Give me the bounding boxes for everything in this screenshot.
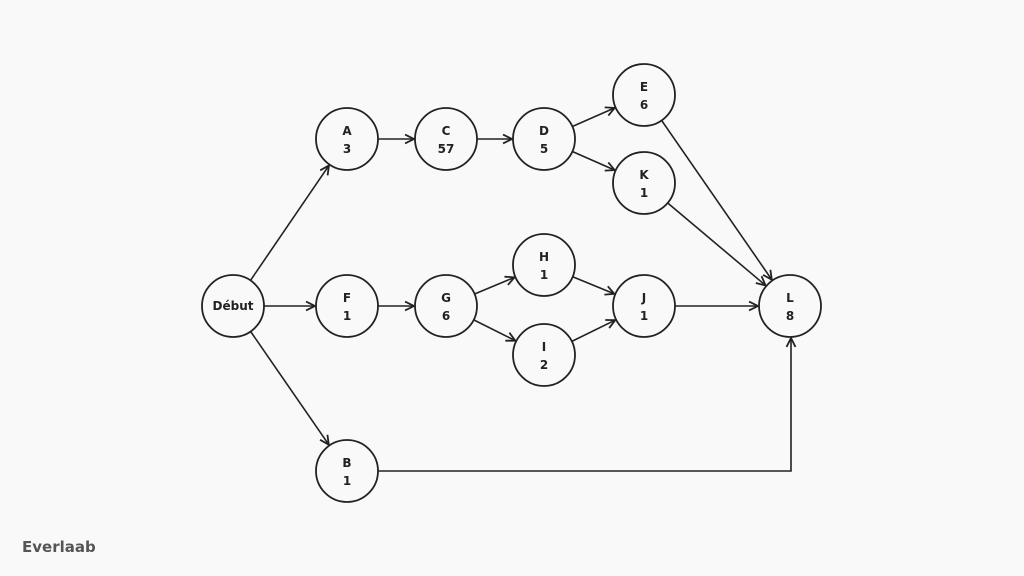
node-duration: 2 [540, 358, 548, 372]
node-circle [315, 274, 379, 338]
node-G: G6 [414, 274, 478, 338]
node-E: E6 [612, 63, 676, 127]
node-J: J1 [612, 274, 676, 338]
node-name: L [786, 291, 794, 305]
node-circle [512, 107, 576, 171]
node-name: D [539, 124, 549, 138]
node-circle [201, 274, 265, 338]
node-D: D5 [512, 107, 576, 171]
node-start: Début [201, 274, 265, 338]
node-name: H [539, 250, 549, 264]
node-K: K1 [612, 151, 676, 215]
edge-G-I [473, 319, 516, 341]
node-name: Début [213, 299, 254, 313]
node-name: K [639, 168, 649, 182]
node-name: E [640, 80, 648, 94]
node-duration: 5 [540, 142, 548, 156]
node-name: C [442, 124, 451, 138]
edge-start-B [249, 331, 329, 445]
node-circle [612, 274, 676, 338]
node-duration: 1 [640, 309, 648, 323]
node-duration: 3 [343, 142, 351, 156]
edge-G-H [474, 277, 515, 295]
node-circle [512, 323, 576, 387]
edge-B-L [378, 338, 791, 472]
node-duration: 1 [343, 309, 351, 323]
node-circle [315, 107, 379, 171]
node-duration: 6 [640, 98, 648, 112]
node-name: J [641, 291, 646, 305]
node-A: A3 [315, 107, 379, 171]
node-circle [315, 439, 379, 503]
node-B: B1 [315, 439, 379, 503]
edge-I-J [571, 320, 615, 343]
node-L: L8 [758, 274, 822, 338]
node-duration: 57 [438, 142, 455, 156]
brand-logo-text: Everlaab [22, 538, 96, 556]
node-circle [612, 151, 676, 215]
edge-D-K [572, 150, 614, 170]
node-duration: 8 [786, 309, 794, 323]
node-circle [512, 233, 576, 297]
node-F: F1 [315, 274, 379, 338]
node-circle [612, 63, 676, 127]
node-name: A [342, 124, 352, 138]
edge-start-A [249, 165, 328, 281]
node-H: H1 [512, 233, 576, 297]
node-duration: 6 [442, 309, 450, 323]
node-circle [414, 107, 478, 171]
edge-K-L [667, 202, 766, 285]
node-circle [758, 274, 822, 338]
node-duration: 1 [640, 186, 648, 200]
edge-D-E [572, 108, 614, 128]
node-name: G [441, 291, 451, 305]
edge-E-L [660, 120, 772, 279]
node-duration: 1 [343, 474, 351, 488]
node-C: C 57 [414, 107, 478, 171]
node-name: B [342, 456, 351, 470]
node-duration: 1 [540, 268, 548, 282]
node-I: I2 [512, 323, 576, 387]
node-circle [414, 274, 478, 338]
node-name: F [343, 291, 351, 305]
node-name: I [542, 340, 546, 354]
edge-H-J [572, 276, 615, 294]
